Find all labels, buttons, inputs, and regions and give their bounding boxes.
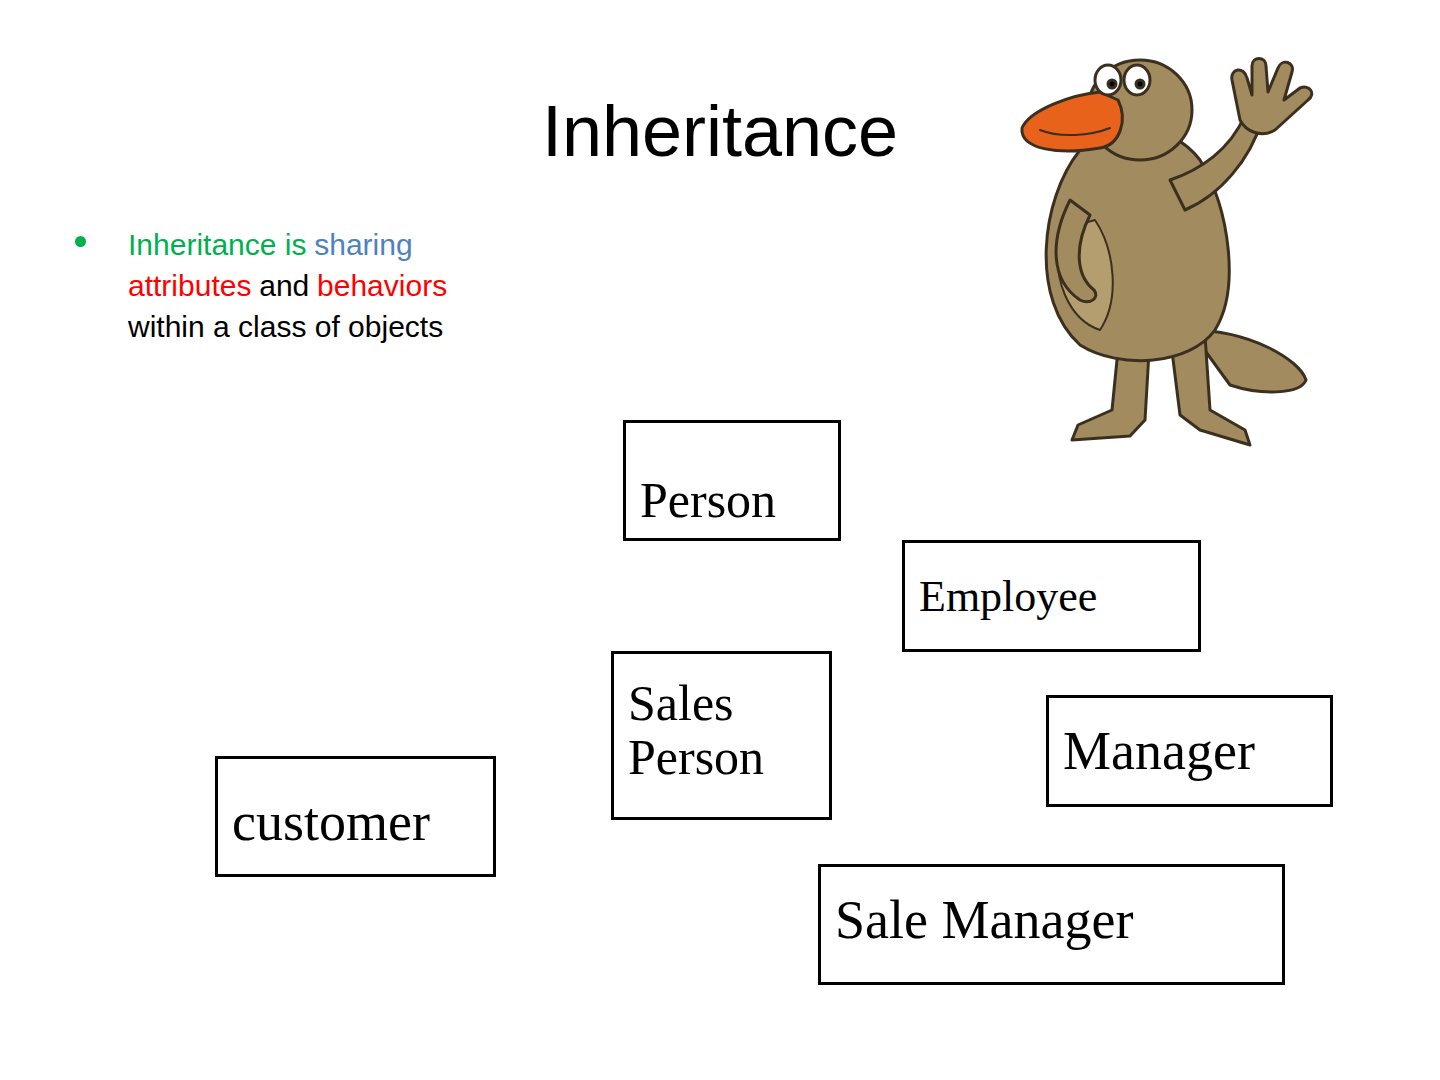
slide-title: Inheritance [0, 92, 1440, 171]
class-name: Manager [1063, 722, 1255, 780]
bullet-text: attributes [128, 269, 251, 302]
class-name: Person [640, 473, 776, 527]
class-box: customer [215, 756, 496, 877]
bullet-line: Inheritance issharing [128, 224, 420, 265]
bullet-line: within a class of objects [128, 306, 451, 347]
class-box: Manager [1046, 695, 1333, 807]
class-box: Sale Manager [818, 864, 1285, 985]
bullet-line: attributesandbehaviors [128, 265, 455, 306]
bullet-text: and [259, 269, 309, 302]
class-name: Employee [919, 573, 1097, 621]
class-box: Sales Person [611, 651, 832, 820]
bullet-text: within a class of objects [128, 310, 443, 343]
bullet-text: Inheritance is [128, 228, 306, 261]
bullet-text: sharing [314, 228, 412, 261]
bullet-dot [75, 236, 86, 247]
class-name: Sale Manager [835, 891, 1133, 949]
bullet-text: behaviors [317, 269, 447, 302]
class-name: customer [232, 793, 430, 851]
class-box: Person [623, 420, 841, 541]
class-box: Employee [902, 540, 1201, 652]
class-name: Sales Person [628, 676, 818, 784]
